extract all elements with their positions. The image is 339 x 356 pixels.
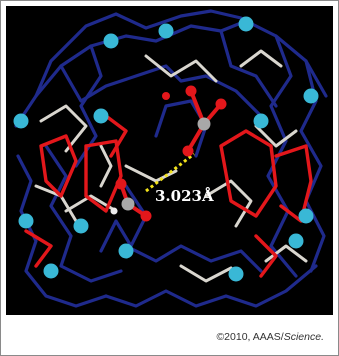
metal-atom (288, 233, 304, 249)
highlight-bond-ring (39, 134, 78, 198)
oxygen-atom (140, 210, 152, 222)
light-bond-chain (264, 244, 308, 263)
caption-journal: Science. (283, 331, 324, 343)
metal-atom (158, 23, 174, 39)
copyright-caption: ©2010, AAAS/Science. (216, 331, 324, 343)
hydrogen-atom (110, 207, 118, 215)
framework-bond-chain (266, 34, 298, 278)
highlight-bond-ring (84, 139, 123, 213)
light-bond-chain (254, 124, 298, 148)
light-bond-chain (124, 164, 178, 183)
oxygen-atom (182, 145, 194, 157)
hydrogen-bond-dash (145, 152, 195, 193)
oxygen-atom (115, 178, 127, 190)
metal-atom (298, 208, 314, 224)
framework-bond-chain (104, 264, 318, 308)
metal-atom (73, 218, 89, 234)
carbon-atom (121, 197, 135, 211)
oxygen-atom (215, 98, 227, 110)
highlight-bond-ring (219, 129, 278, 218)
metal-atom (118, 243, 134, 259)
framework-bond-chain (16, 154, 108, 308)
molecular-structure-render: 3.023Å (6, 6, 333, 315)
light-bond-chain (39, 104, 88, 153)
framework-bond-chain (44, 144, 123, 283)
caption-prefix: ©2010, AAAS/ (216, 331, 284, 343)
metal-atom (93, 108, 109, 124)
light-bond-chain (239, 49, 283, 68)
oxygen-atom (162, 92, 170, 100)
highlight-bond-ring (24, 229, 53, 268)
highlight-bond-ring (104, 114, 128, 158)
framework-bond-chain (219, 29, 278, 108)
carbon-atom (197, 117, 211, 131)
light-bond-chain (144, 54, 218, 83)
molecular-cage-svg: 3.023Å (6, 6, 333, 315)
light-bond-chain (99, 144, 113, 188)
light-bond-chain (179, 264, 233, 283)
metal-atom (103, 33, 119, 49)
metal-atom (228, 266, 244, 282)
highlight-bond-ring (274, 144, 313, 223)
metal-atom (43, 263, 59, 279)
oxygen-atom (185, 85, 197, 97)
framework-bonds (14, 9, 328, 308)
hydrogen-bond (145, 152, 195, 193)
atoms (13, 16, 319, 282)
framework-bond-chain (14, 19, 328, 128)
framework-bond-chain (154, 99, 208, 158)
metal-atom (303, 88, 319, 104)
framework-bond-chain (34, 9, 243, 98)
framework-bond-chain (124, 244, 263, 273)
metal-atom (13, 113, 29, 129)
highlight-bond-ring (254, 234, 278, 278)
metal-atom (238, 16, 254, 32)
light-bond-chain (204, 179, 253, 228)
metal-atom (253, 113, 269, 129)
metal-atom (18, 213, 34, 229)
distance-label: 3.023Å (155, 187, 214, 205)
